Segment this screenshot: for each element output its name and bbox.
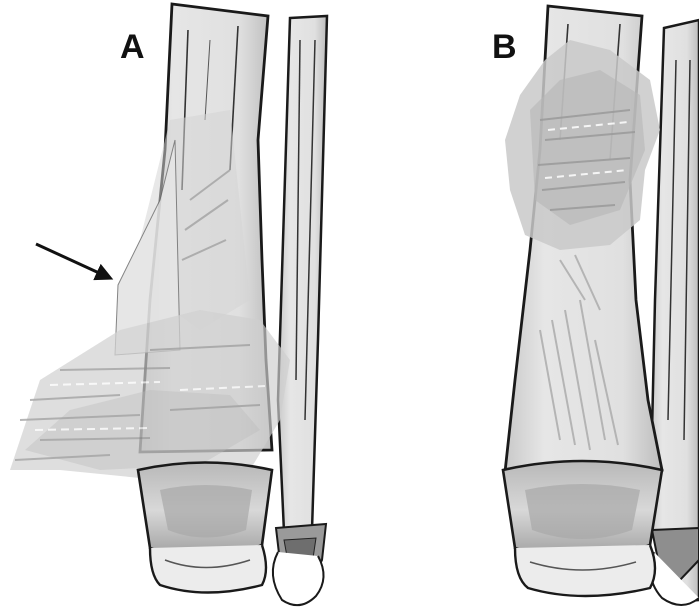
panel-b: B <box>492 6 699 605</box>
panel-a-splint-bone <box>273 16 327 605</box>
panel-a-condyle <box>138 463 272 593</box>
panel-a: A <box>10 4 327 605</box>
panel-b-splint-bone <box>650 20 699 605</box>
panel-b-label: B <box>492 28 517 66</box>
panel-a-label: A <box>120 28 145 66</box>
panel-b-condyle <box>503 461 662 596</box>
panel-a-arrow-icon <box>36 244 110 278</box>
